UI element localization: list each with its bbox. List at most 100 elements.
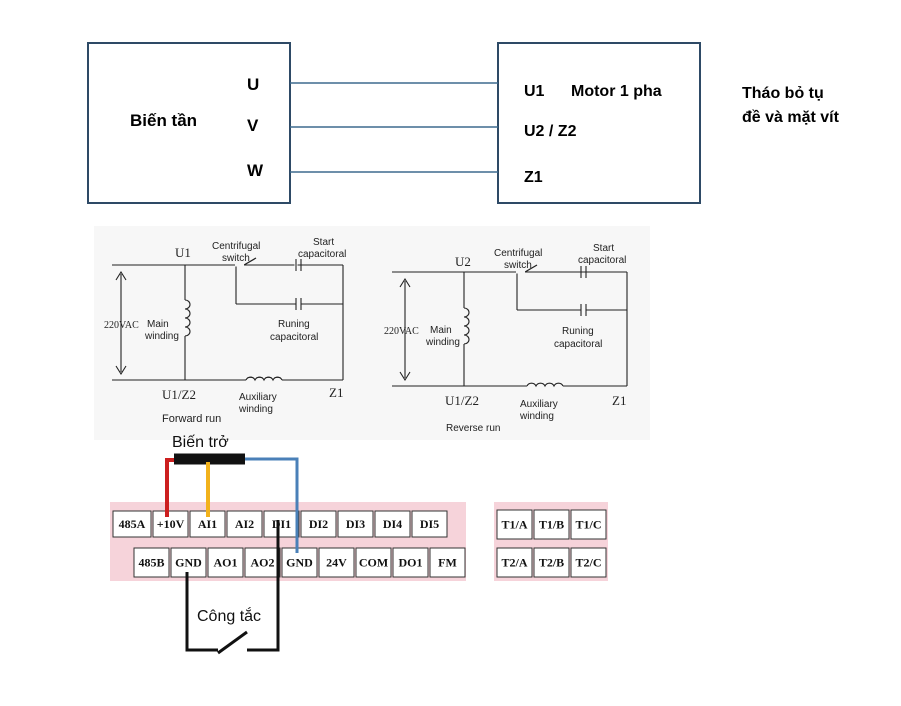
control-wiring	[165, 453, 299, 655]
svg-text:Z1: Z1	[329, 385, 343, 400]
terminal-bottom-7: DO1	[399, 556, 423, 570]
note-line2: đề và mặt vít	[742, 109, 840, 126]
relay-bottom-2-cell	[570, 547, 607, 578]
main-winding-coil-rev	[463, 307, 470, 345]
svg-text:winding: winding	[238, 404, 273, 415]
terminal-top-6: DI3	[346, 517, 365, 531]
terminal-bottom-0: 485B	[138, 556, 164, 570]
relay-bottom-1: T2/B	[539, 556, 564, 570]
svg-text:U1: U1	[175, 245, 191, 260]
svg-text:Auxiliary: Auxiliary	[239, 392, 277, 403]
svg-text:220VAC: 220VAC	[104, 320, 139, 331]
terminal-bottom-3: AO2	[251, 556, 275, 570]
svg-text:Forward run: Forward run	[162, 413, 221, 425]
svg-text:U1/Z2: U1/Z2	[162, 387, 196, 402]
svg-text:capacitoral: capacitoral	[298, 249, 346, 260]
relay-bottom-1-cell	[533, 547, 570, 578]
terminal-bottom-4-cell	[281, 547, 318, 578]
svg-text:capacitoral: capacitoral	[578, 255, 626, 266]
forward-run-circuit	[112, 257, 344, 382]
motor-label: Motor 1 pha	[571, 83, 662, 100]
relay-top-2: T1/C	[575, 518, 601, 532]
aux-winding-coil-rev	[526, 382, 564, 388]
terminal-cells: 485A +10V AI1 AI2 DI1 DI2 DI3 DI4 DI5 485B GND AO1 A…	[112, 509, 607, 578]
terminal-v: V	[247, 116, 259, 135]
terminal-top-4-cell	[263, 510, 300, 538]
terminal-top-7: DI4	[383, 517, 402, 531]
block-diagram: Biến tần U V W U1 Motor 1 pha U2 / Z2 Z1…	[87, 42, 840, 204]
relay-top-1: T1/B	[539, 518, 564, 532]
svg-text:Reverse run: Reverse run	[446, 423, 500, 434]
terminal-top-2: AI1	[198, 517, 217, 531]
main-winding-coil-fwd	[184, 299, 191, 337]
svg-text:Start: Start	[593, 243, 614, 254]
terminal-top-8-cell	[411, 510, 448, 538]
relay-top-0-cell	[496, 509, 533, 540]
terminal-bottom-7-cell	[392, 547, 429, 578]
svg-text:U2: U2	[455, 254, 471, 269]
motor-terminal-z1: Z1	[524, 169, 543, 186]
switch-blade	[217, 630, 248, 655]
svg-text:Z1: Z1	[612, 393, 626, 408]
svg-text:capacitoral: capacitoral	[270, 332, 318, 343]
terminal-w: W	[247, 161, 264, 180]
terminal-top-8: DI5	[420, 517, 439, 531]
svg-text:Runing: Runing	[278, 319, 310, 330]
relay-top-1-cell	[533, 509, 570, 540]
terminal-top-4: DI1	[272, 517, 291, 531]
svg-text:220VAC: 220VAC	[384, 326, 419, 337]
terminal-bottom-2: AO1	[214, 556, 238, 570]
terminal-top-5-cell	[300, 510, 337, 538]
svg-text:winding: winding	[425, 337, 460, 348]
svg-text:switch: switch	[222, 253, 250, 264]
terminal-bottom-3-cell	[244, 547, 281, 578]
inverter-box	[87, 42, 291, 204]
motor-terminal-u1: U1	[524, 83, 545, 100]
reverse-run-circuit	[392, 264, 628, 387]
red-wire	[165, 458, 174, 517]
blue-wire	[245, 457, 299, 553]
relay-bottom-0: T2/A	[501, 556, 527, 570]
svg-text:Auxiliary: Auxiliary	[520, 399, 558, 410]
relay-top-0: T1/A	[501, 518, 527, 532]
terminal-bottom-6-cell	[355, 547, 392, 578]
inverter-label: Biến tần	[130, 111, 197, 130]
svg-text:Runing: Runing	[562, 326, 594, 337]
svg-text:Centrifugal: Centrifugal	[494, 248, 542, 259]
terminal-bottom-1-cell	[170, 547, 207, 578]
terminal-top-7-cell	[374, 510, 411, 538]
terminal-top-3: AI2	[235, 517, 254, 531]
relay-bottom-0-cell	[496, 547, 533, 578]
terminal-bottom-8-cell	[429, 547, 466, 578]
terminal-top-1-cell	[152, 510, 189, 538]
svg-text:Main: Main	[430, 325, 452, 336]
terminal-bottom-6: COM	[359, 556, 388, 570]
circuit-panel	[94, 226, 650, 440]
svg-text:capacitoral: capacitoral	[554, 339, 602, 350]
relay-bottom-2: T2/C	[575, 556, 601, 570]
terminal-bottom-5-cell	[318, 547, 355, 578]
svg-text:Centrifugal: Centrifugal	[212, 241, 260, 252]
relay-top-2-cell	[570, 509, 607, 540]
terminal-top-5: DI2	[309, 517, 328, 531]
terminal-u: U	[247, 75, 259, 94]
terminal-top-0-cell	[112, 510, 152, 538]
terminal-bottom-1: GND	[175, 556, 202, 570]
potentiometer-label: Biến trở	[172, 434, 229, 451]
svg-text:switch: switch	[504, 260, 532, 271]
terminal-top-0: 485A	[119, 517, 146, 531]
terminal-bottom-8: FM	[438, 556, 457, 570]
terminal-top-3-cell	[226, 510, 263, 538]
svg-text:winding: winding	[144, 331, 179, 342]
forward-run-labels: U1 Centrifugal switch Start capacitoral …	[104, 237, 346, 425]
terminal-bottom-2-cell	[207, 547, 244, 578]
terminal-bottom-0-cell	[133, 547, 170, 578]
terminal-bottom-5: 24V	[326, 556, 347, 570]
terminal-top-1: +10V	[157, 517, 185, 531]
svg-text:Main: Main	[147, 319, 169, 330]
terminal-top-6-cell	[337, 510, 374, 538]
switch-label: Công tắc	[197, 606, 261, 625]
switch-wire-right	[247, 520, 280, 652]
note-line1: Tháo bỏ tụ	[742, 85, 824, 102]
